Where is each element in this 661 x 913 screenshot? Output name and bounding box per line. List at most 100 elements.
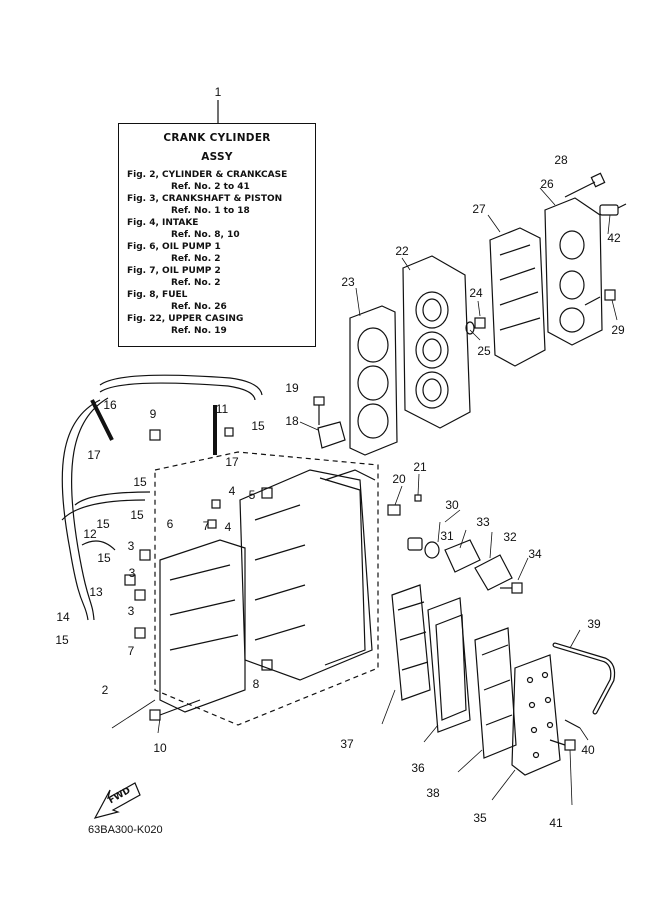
callout-3: 3: [128, 566, 136, 580]
legend-title-line-1: CRANK CYLINDER: [163, 132, 271, 144]
callout-7: 7: [202, 519, 210, 533]
legend-entry: Fig. 22, UPPER CASING: [127, 314, 244, 324]
cylinder-head-22: [402, 255, 471, 429]
callout-8: 8: [252, 677, 260, 691]
exhaust-inner-cover-36: [427, 597, 471, 733]
callout-10: 10: [153, 741, 167, 755]
callout-11: 11: [215, 402, 229, 416]
callout-4: 4: [228, 484, 236, 498]
ref-number-1: 1: [214, 85, 222, 99]
callout-16: 16: [103, 398, 117, 412]
fwd-arrow-icon: [93, 782, 141, 819]
bolt-29: [584, 289, 616, 306]
callout-2: 2: [101, 683, 109, 697]
exhaust-outer-cover-35: [511, 654, 561, 776]
callout-31: 31: [440, 529, 454, 543]
hose-16: [90, 399, 114, 441]
callout-5: 5: [248, 488, 256, 502]
callout-15: 15: [130, 508, 144, 522]
callout-20: 20: [392, 472, 406, 486]
callout-15: 15: [133, 475, 147, 489]
callout-18: 18: [285, 414, 299, 428]
legend-entry: Fig. 2, CYLINDER & CRANKCASE: [127, 170, 288, 180]
leader-lines: [111, 187, 618, 806]
catalog-code: 63BA300-K020: [88, 824, 163, 836]
callout-3: 3: [127, 539, 135, 553]
callout-15: 15: [96, 517, 110, 531]
callout-27: 27: [472, 202, 486, 216]
callout-42: 42: [607, 231, 621, 245]
callout-12: 12: [83, 527, 97, 541]
fittings: [124, 427, 422, 721]
callout-9: 9: [149, 407, 157, 421]
callout-30: 30: [445, 498, 459, 512]
callout-15: 15: [97, 551, 111, 565]
callout-34: 34: [528, 547, 542, 561]
legend-entry: Fig. 6, OIL PUMP 1: [127, 242, 221, 252]
callout-15: 15: [251, 419, 265, 433]
legend-entry: Ref. No. 19: [171, 326, 227, 336]
legend-entry: Fig. 4, INTAKE: [127, 218, 199, 228]
legend-entry: Ref. No. 26: [171, 302, 227, 312]
callout-32: 32: [503, 530, 517, 544]
hoses-left: [61, 374, 263, 621]
legend-box: CRANK CYLINDER ASSY Fig. 2, CYLINDER & C…: [118, 123, 316, 347]
callout-13: 13: [89, 585, 103, 599]
gasket-33: [444, 539, 481, 573]
callout-26: 26: [540, 177, 554, 191]
head-cover-gasket-27: [489, 227, 546, 367]
callout-7: 7: [127, 644, 135, 658]
clip-40: [564, 719, 581, 729]
bolt-19: [313, 396, 325, 425]
callout-15: 15: [55, 633, 69, 647]
exhaust-gasket-38: [474, 627, 517, 759]
legend-entry: Fig. 7, OIL PUMP 2: [127, 266, 221, 276]
callout-6: 6: [166, 517, 174, 531]
assembly-outline: [154, 451, 379, 726]
callout-23: 23: [341, 275, 355, 289]
thermostat-31: [407, 537, 440, 559]
legend-entry: Ref. No. 2: [171, 254, 221, 264]
callout-22: 22: [395, 244, 409, 258]
callout-21: 21: [413, 460, 427, 474]
legend-entry: Ref. No. 1 to 18: [171, 206, 250, 216]
callout-36: 36: [411, 761, 425, 775]
callout-17: 17: [87, 448, 101, 462]
callout-3: 3: [127, 604, 135, 618]
head-gasket-23: [349, 305, 398, 456]
callout-24: 24: [469, 286, 483, 300]
callout-37: 37: [340, 737, 354, 751]
legend-entry: Ref. No. 8, 10: [171, 230, 240, 240]
bolt-34: [500, 582, 523, 594]
bracket-18: [317, 421, 346, 449]
exhaust-gasket-37: [391, 584, 431, 701]
legend-entry: Fig. 3, CRANKSHAFT & PISTON: [127, 194, 283, 204]
legend-entry: Ref. No. 2 to 41: [171, 182, 250, 192]
thermo-sensor-42: [599, 203, 627, 216]
head-cover-26: [544, 197, 603, 346]
callout-35: 35: [473, 811, 487, 825]
legend-title-line-2: ASSY: [201, 151, 233, 163]
callout-38: 38: [426, 786, 440, 800]
callout-4: 4: [224, 520, 232, 534]
bolt-28: [564, 172, 606, 198]
callout-17: 17: [225, 455, 239, 469]
callout-33: 33: [476, 515, 490, 529]
callout-29: 29: [611, 323, 625, 337]
hose-39: [552, 642, 616, 715]
callout-25: 25: [477, 344, 491, 358]
callout-14: 14: [56, 610, 70, 624]
callout-28: 28: [554, 153, 568, 167]
callout-41: 41: [549, 816, 563, 830]
legend-entry: Fig. 8, FUEL: [127, 290, 188, 300]
legend-entry: Ref. No. 2: [171, 278, 221, 288]
callout-19: 19: [285, 381, 299, 395]
callout-39: 39: [587, 617, 601, 631]
crankcase: [159, 539, 246, 713]
plug-24: [465, 317, 486, 335]
cylinder-block: [239, 469, 376, 681]
bolt-41: [549, 739, 576, 751]
cover-32: [474, 554, 513, 591]
callout-40: 40: [581, 743, 595, 757]
